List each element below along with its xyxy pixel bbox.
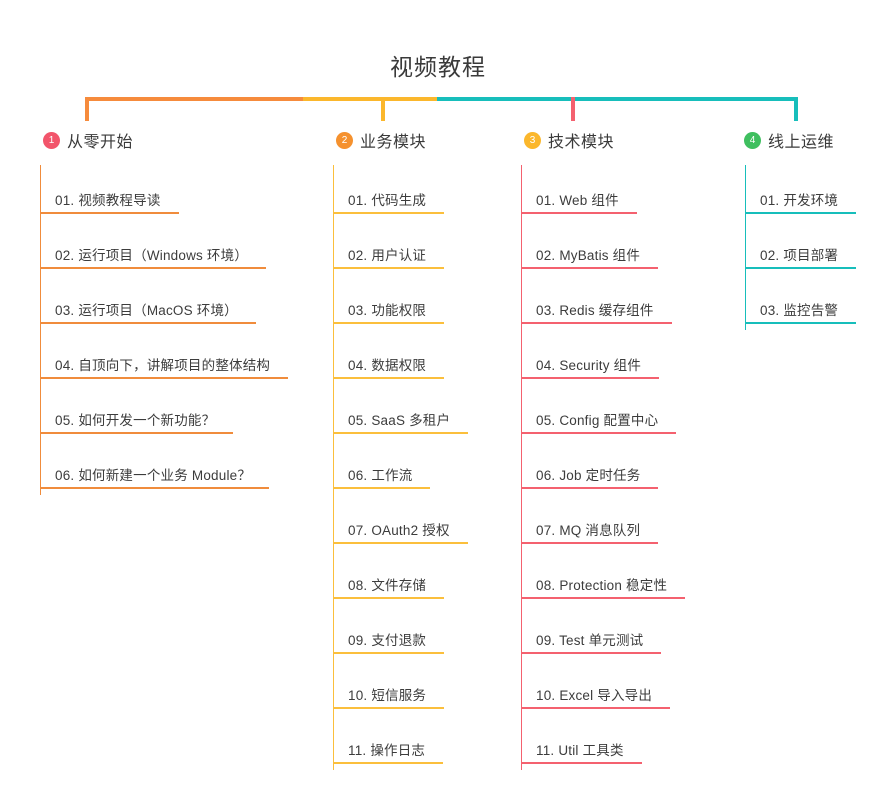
list-item-label: 06. 工作流 (333, 464, 431, 489)
list-item[interactable]: 07. MQ 消息队列 (521, 495, 721, 550)
list-item-label: 07. MQ 消息队列 (521, 519, 659, 544)
list-item-label: 06. 如何新建一个业务 Module？ (40, 464, 270, 489)
list-item-label: 03. 监控告警 (745, 299, 857, 324)
list-item[interactable]: 03. 功能权限 (333, 275, 511, 330)
list-item-label: 07. OAuth2 授权 (334, 519, 468, 544)
column-header-1[interactable]: 1 从零开始 (43, 128, 133, 152)
column-header-label: 业务模块 (360, 134, 427, 151)
list-item[interactable]: 06. 如何新建一个业务 Module？ (40, 440, 302, 495)
list-item-label: 09. 支付退款 (333, 629, 445, 654)
list-item[interactable]: 03. 监控告警 (745, 275, 857, 330)
column-3: 01. Web 组件 02. MyBatis 组件 03. Redis 缓存组件 04… (521, 165, 721, 770)
list-item[interactable]: 10. Excel 导入导出 (521, 660, 721, 715)
list-item-label: 01. 开发环境 (745, 189, 857, 214)
list-item-label: 06. Job 定时任务 (521, 464, 659, 489)
badge-number-icon: 4 (744, 131, 761, 149)
list-item[interactable]: 11. Util 工具类 (522, 715, 721, 770)
page-title: 视频教程 (390, 54, 486, 80)
connector-bar-teal (437, 97, 797, 101)
list-item-label: 01. Web 组件 (522, 189, 637, 214)
list-item[interactable]: 01. 开发环境 (745, 165, 857, 220)
badge-number-icon: 1 (43, 131, 60, 149)
list-item[interactable]: 01. 视频教程导读 (41, 165, 302, 220)
list-item[interactable]: 04. 数据权限 (333, 330, 511, 385)
list-item[interactable]: 03. Redis 缓存组件 (522, 275, 721, 330)
list-item-label: 10. 短信服务 (333, 684, 445, 709)
list-item[interactable]: 02. MyBatis 组件 (521, 220, 721, 275)
list-item[interactable]: 02. 运行项目（Windows 环境） (40, 220, 302, 275)
column-header-4[interactable]: 4 线上运维 (744, 128, 834, 152)
list-item[interactable]: 05. SaaS 多租户 (333, 385, 511, 440)
column-header-3[interactable]: 3 技术模块 (524, 128, 614, 152)
list-item[interactable]: 06. 工作流 (333, 440, 511, 495)
connector-tree (0, 0, 876, 180)
list-item[interactable]: 02. 项目部署 (745, 220, 857, 275)
list-item-label: 04. Security 组件 (521, 354, 660, 379)
list-item-label: 03. Redis 缓存组件 (522, 299, 672, 324)
column-header-2[interactable]: 2 业务模块 (336, 128, 426, 152)
list-item[interactable]: 09. Test 单元测试 (521, 605, 721, 660)
connector-stem-1 (85, 97, 89, 121)
list-item[interactable]: 10. 短信服务 (333, 660, 511, 715)
list-item[interactable]: 02. 用户认证 (333, 220, 511, 275)
list-item[interactable]: 09. 支付退款 (333, 605, 511, 660)
list-item[interactable]: 05. Config 配置中心 (521, 385, 721, 440)
list-item-label: 01. 视频教程导读 (41, 189, 178, 214)
list-item[interactable]: 11. 操作日志 (333, 715, 511, 770)
list-item-label: 02. 用户认证 (333, 244, 445, 269)
list-item-label: 05. SaaS 多租户 (333, 409, 469, 434)
list-item-label: 03. 功能权限 (333, 299, 445, 324)
list-item[interactable]: 04. Security 组件 (521, 330, 721, 385)
list-item[interactable]: 01. Web 组件 (522, 165, 721, 220)
list-item-label: 11. 操作日志 (333, 739, 444, 764)
list-item[interactable]: 07. OAuth2 授权 (334, 495, 511, 550)
connector-bar-amber (303, 97, 437, 101)
column-2: 01. 代码生成 02. 用户认证 03. 功能权限 04. 数据权限 05. SaaS… (333, 165, 511, 770)
column-header-label: 从零开始 (67, 134, 134, 151)
column-header-label: 技术模块 (548, 134, 615, 151)
connector-stem-3 (571, 97, 575, 121)
list-item-label: 08. 文件存储 (333, 574, 445, 599)
list-item-label: 05. Config 配置中心 (521, 409, 677, 434)
list-item[interactable]: 01. 代码生成 (333, 165, 511, 220)
badge-number-icon: 3 (524, 131, 541, 149)
column-4: 01. 开发环境 02. 项目部署 03. 监控告警 (745, 165, 857, 330)
list-item-label: 04. 数据权限 (333, 354, 445, 379)
list-item-label: 10. Excel 导入导出 (521, 684, 671, 709)
column-header-label: 线上运维 (768, 134, 835, 151)
list-item[interactable]: 05. 如何开发一个新功能？ (40, 385, 302, 440)
list-item[interactable]: 04. 自顶向下，讲解项目的整体结构 (40, 330, 302, 385)
column-1: 01. 视频教程导读 02. 运行项目（Windows 环境） 03. 运行项目（M… (40, 165, 302, 495)
connector-stem-2 (381, 97, 385, 121)
list-item[interactable]: 03. 运行项目（MacOS 环境） (41, 275, 302, 330)
list-item-label: 05. 如何开发一个新功能？ (40, 409, 234, 434)
list-item-label: 03. 运行项目（MacOS 环境） (41, 299, 256, 324)
badge-number-icon: 2 (336, 131, 353, 149)
list-item-label: 11. Util 工具类 (522, 739, 642, 764)
list-item[interactable]: 08. Protection 稳定性 (521, 550, 721, 605)
connector-stem-4 (794, 97, 798, 121)
list-item-label: 02. 运行项目（Windows 环境） (40, 244, 267, 269)
list-item[interactable]: 08. 文件存储 (333, 550, 511, 605)
list-item-label: 09. Test 单元测试 (521, 629, 662, 654)
list-item-label: 02. MyBatis 组件 (521, 244, 659, 269)
list-item-label: 08. Protection 稳定性 (521, 574, 686, 599)
list-item[interactable]: 06. Job 定时任务 (521, 440, 721, 495)
list-item-label: 04. 自顶向下，讲解项目的整体结构 (40, 354, 289, 379)
list-item-label: 02. 项目部署 (745, 244, 857, 269)
connector-bar-orange (85, 97, 303, 101)
list-item-label: 01. 代码生成 (333, 189, 445, 214)
